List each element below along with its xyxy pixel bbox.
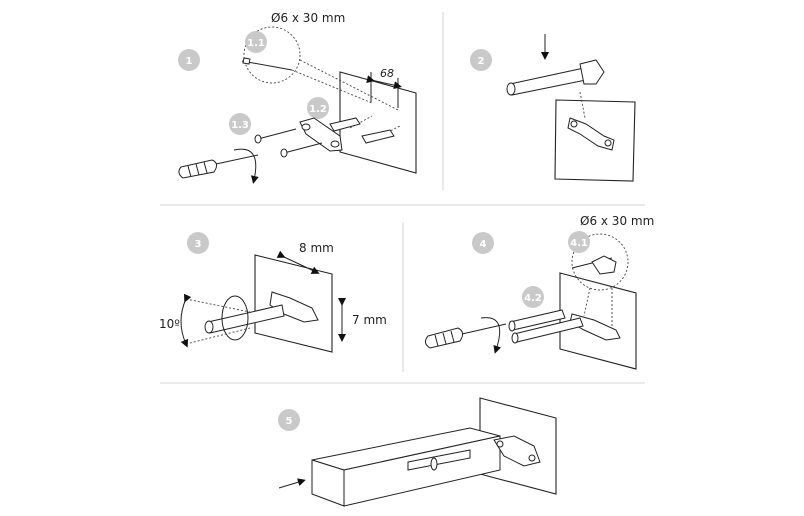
step-1-wall-plug-1 xyxy=(329,117,361,132)
step-2-bracket-hole-2 xyxy=(604,139,612,147)
step-4-rotate-arrow xyxy=(480,317,502,354)
step-4-guide-1 xyxy=(583,287,591,317)
step-5-push-arrow xyxy=(278,478,306,489)
step-1-dim-label: 68 xyxy=(380,67,394,80)
step-1-dim-arrow xyxy=(366,75,402,90)
step-3-angle-label: 10º xyxy=(159,317,180,331)
step-1-detail-screw-head xyxy=(242,57,251,65)
step-3-badge xyxy=(187,232,209,254)
step-1-3-number: 1.3 xyxy=(231,120,249,131)
step-4-detail-circle xyxy=(571,233,629,291)
step-2-rod xyxy=(509,67,587,96)
step-2-number: 2 xyxy=(478,56,485,67)
step-2-wall-bracket xyxy=(567,117,615,151)
step-1-bracket-hole-2 xyxy=(330,140,340,148)
step-5-bracket xyxy=(493,435,541,467)
step-1-2-badge xyxy=(307,97,329,119)
step-4-2-badge xyxy=(522,286,544,308)
step-2-guide xyxy=(579,91,586,119)
step-3-horizontal-arrow xyxy=(276,250,320,274)
step-3-number: 3 xyxy=(195,239,202,250)
step-1-wall-plug-2 xyxy=(361,129,395,144)
step-1-screw-2 xyxy=(283,142,323,154)
step-1-screw-spec: Ø6 x 30 mm xyxy=(271,11,345,25)
step-3-bracket xyxy=(269,291,319,323)
step-5-shelf-slot xyxy=(407,449,471,471)
step-1-3-badge xyxy=(229,113,251,135)
step-5-number: 5 xyxy=(286,416,293,427)
step-4-number: 4 xyxy=(480,239,487,250)
step-4-2-number: 4.2 xyxy=(524,293,542,304)
step-2-panel: 2 xyxy=(470,34,636,182)
step-3-rotate-ring xyxy=(221,295,249,341)
step-5-bracket-hole-2 xyxy=(528,454,536,462)
step-4-screw-spec: Ø6 x 30 mm xyxy=(580,214,654,228)
step-1-2-number: 1.2 xyxy=(309,104,327,115)
step-4-screwdriver xyxy=(424,323,507,349)
step-4-panel: 4 Ø6 x 30 mm 4.1 4.2 xyxy=(424,214,654,370)
step-5-bracket-hole-1 xyxy=(496,440,504,448)
step-1-screw-1-head xyxy=(254,134,262,144)
step-1-detail-screw xyxy=(241,60,293,71)
step-4-screw-head-2 xyxy=(511,332,519,344)
step-1-guide-1 xyxy=(291,69,373,104)
step-3-panel: 3 10º 8 mm 7 mm xyxy=(159,232,387,353)
step-1-screw-2-head xyxy=(280,148,288,158)
step-4-badge xyxy=(472,232,494,254)
step-4-1-number: 4.1 xyxy=(570,238,588,249)
step-1-screw-1 xyxy=(257,128,297,140)
step-1-screwdriver xyxy=(178,154,259,179)
step-1-badge xyxy=(178,49,200,71)
step-1-bracket-hole-1 xyxy=(301,123,311,131)
step-5-panel: 5 xyxy=(278,397,557,507)
step-1-detail-circle xyxy=(243,26,301,84)
step-3-rod-end xyxy=(204,320,214,334)
step-1-1-badge xyxy=(245,31,267,53)
step-1-rotate-arrow xyxy=(233,148,259,184)
step-3-vertical-label: 7 mm xyxy=(352,313,387,327)
step-2-badge xyxy=(470,49,492,71)
step-2-rod-holder xyxy=(579,59,605,85)
step-1-panel: 1 68 Ø6 x 30 mm 1.1 1.2 1.3 xyxy=(178,11,417,184)
step-4-detail-bracket xyxy=(591,255,617,275)
step-4-1-badge xyxy=(568,231,590,253)
step-3-angle-arc xyxy=(180,293,192,348)
step-3-angle-line-2 xyxy=(185,327,251,345)
step-2-rod-end xyxy=(506,82,516,96)
step-5-rod-end xyxy=(430,457,438,471)
step-5-badge xyxy=(278,409,300,431)
step-3-horizontal-label: 8 mm xyxy=(299,241,334,255)
step-1-number: 1 xyxy=(186,56,193,67)
step-4-screw-head-1 xyxy=(508,320,516,332)
step-1-1-number: 1.1 xyxy=(247,38,265,49)
step-2-bracket-hole-1 xyxy=(570,120,578,128)
step-3-angle-line-1 xyxy=(185,298,251,313)
